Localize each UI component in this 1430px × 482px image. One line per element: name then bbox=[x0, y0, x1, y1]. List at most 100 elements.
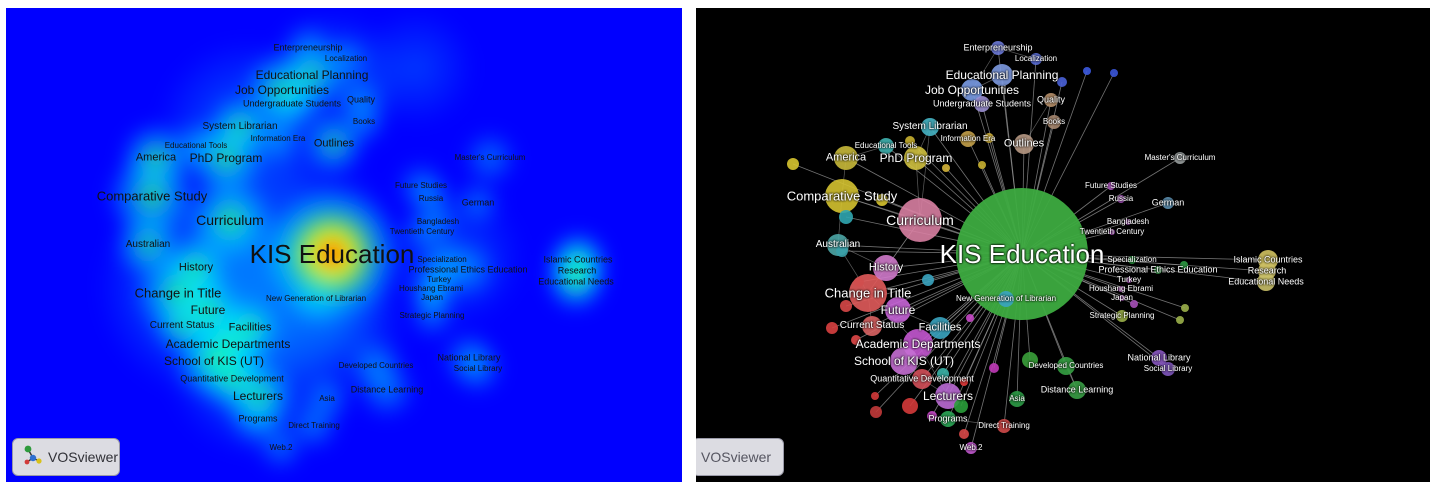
density-term-label[interactable]: System Librarian bbox=[202, 121, 278, 132]
network-term-label[interactable]: Information Era bbox=[940, 134, 996, 143]
network-term-label[interactable]: Job Opportunities bbox=[924, 83, 1020, 97]
network-term-label[interactable]: German bbox=[1151, 197, 1185, 208]
density-term-label[interactable]: Research bbox=[557, 265, 597, 276]
network-term-label[interactable]: Strategic Planning bbox=[1089, 311, 1155, 320]
density-term-label[interactable]: Quality bbox=[346, 94, 376, 105]
density-term-label[interactable]: Professional Ethics Education bbox=[408, 264, 528, 275]
network-term-label[interactable]: Turkey bbox=[1116, 275, 1142, 284]
network-term-label[interactable]: Direct Training bbox=[978, 421, 1030, 430]
network-term-label[interactable]: America bbox=[825, 151, 867, 164]
density-term-label[interactable]: Developed Countries bbox=[338, 361, 414, 370]
density-term-label[interactable]: School of KIS (UT) bbox=[163, 354, 265, 368]
density-term-label[interactable]: Web.2 bbox=[269, 443, 293, 452]
network-term-label[interactable]: Japan bbox=[1111, 293, 1133, 302]
network-term-label[interactable]: Facilities bbox=[918, 321, 962, 334]
density-term-label[interactable]: Localization bbox=[324, 54, 368, 63]
network-term-label[interactable]: Future Studies bbox=[1084, 181, 1138, 190]
network-term-label[interactable]: Books bbox=[1042, 117, 1066, 126]
density-term-label[interactable]: Twentieth Century bbox=[389, 227, 455, 236]
density-term-label[interactable]: Distance Learning bbox=[350, 384, 424, 395]
network-term-label[interactable]: PhD Program bbox=[879, 151, 953, 165]
network-term-label[interactable]: Professional Ethics Education bbox=[1098, 264, 1218, 275]
network-visualization[interactable]: KIS Education Curriculum Comparative Study… bbox=[696, 8, 1430, 482]
density-term-label[interactable]: Comparative Study bbox=[96, 188, 208, 204]
density-term-label[interactable]: Future Studies bbox=[394, 181, 448, 190]
density-term-label[interactable]: Information Era bbox=[250, 134, 306, 143]
density-term-label[interactable]: German bbox=[461, 197, 495, 208]
network-term-label[interactable]: Programs bbox=[928, 413, 968, 424]
density-term-label[interactable]: Curriculum bbox=[196, 212, 264, 228]
network-term-label[interactable]: Current Status bbox=[839, 320, 905, 331]
network-term-label[interactable]: Islamic Countries bbox=[1233, 254, 1303, 265]
network-term-label[interactable]: Social Library bbox=[1143, 364, 1193, 373]
network-term-label[interactable]: New Generation of Librarian bbox=[955, 294, 1057, 303]
network-term-label[interactable]: Bangladesh bbox=[1106, 217, 1150, 226]
density-term-label[interactable]: PhD Program bbox=[189, 151, 263, 165]
density-term-label[interactable]: Future bbox=[190, 303, 226, 317]
density-term-label[interactable]: Educational Needs bbox=[538, 276, 614, 287]
network-term-label[interactable]: Comparative Study bbox=[786, 188, 898, 204]
density-term-label[interactable]: Educational Planning bbox=[255, 68, 369, 82]
density-term-label[interactable]: Facilities bbox=[228, 321, 272, 334]
density-term-label[interactable]: National Library bbox=[437, 352, 501, 363]
density-term-label[interactable]: History bbox=[178, 261, 214, 274]
density-term-label[interactable]: Direct Training bbox=[288, 421, 340, 430]
network-term-label[interactable]: Specialization bbox=[1107, 255, 1157, 264]
density-visualization[interactable]: KIS Education Curriculum Comparative Study… bbox=[6, 8, 682, 482]
network-term-label[interactable]: Curriculum bbox=[886, 212, 954, 228]
network-term-label[interactable]: Distance Learning bbox=[1040, 384, 1114, 395]
network-term-label[interactable]: Developed Countries bbox=[1028, 361, 1104, 370]
network-term-label[interactable]: Educational Tools bbox=[854, 141, 918, 150]
network-term-label[interactable]: Undergraduate Students bbox=[932, 98, 1032, 109]
density-term-label[interactable]: Turkey bbox=[426, 275, 452, 284]
network-term-label[interactable]: Research bbox=[1247, 265, 1287, 276]
network-term-label[interactable]: Lecturers bbox=[922, 389, 974, 403]
density-term-label[interactable]: Undergraduate Students bbox=[242, 98, 342, 109]
density-term-label[interactable]: Current Status bbox=[149, 320, 215, 331]
density-term-label[interactable]: Strategic Planning bbox=[399, 311, 465, 320]
network-term-label[interactable]: Enterpreneurship bbox=[963, 42, 1033, 53]
density-term-label[interactable]: Job Opportunities bbox=[234, 83, 330, 97]
density-term-label[interactable]: Academic Departments bbox=[165, 337, 291, 351]
density-term-label[interactable]: Australian bbox=[125, 239, 171, 250]
density-term-label[interactable]: Quantitative Development bbox=[180, 373, 284, 384]
density-term-label[interactable]: Programs bbox=[238, 413, 278, 424]
density-term-label[interactable]: America bbox=[135, 151, 177, 164]
network-term-label[interactable]: Academic Departments bbox=[855, 337, 981, 351]
density-term-label[interactable]: Specialization bbox=[417, 255, 467, 264]
network-term-label[interactable]: National Library bbox=[1127, 352, 1191, 363]
network-term-label[interactable]: School of KIS (UT) bbox=[853, 354, 955, 368]
network-term-label[interactable]: Educational Needs bbox=[1228, 276, 1304, 287]
network-term-label[interactable]: Russia bbox=[1108, 194, 1134, 203]
network-term-label[interactable]: Asia bbox=[1009, 394, 1025, 403]
density-term-label[interactable]: Lecturers bbox=[232, 389, 284, 403]
density-term-label[interactable]: Change in Title bbox=[134, 285, 222, 301]
network-term-label[interactable]: Change in Title bbox=[824, 285, 912, 301]
network-term-label[interactable]: Houshang Ebrami bbox=[1088, 284, 1154, 293]
density-term-label[interactable]: New Generation of Librarian bbox=[265, 294, 367, 303]
network-term-label[interactable]: Quantitative Development bbox=[870, 373, 974, 384]
network-term-label[interactable]: Master's Curriculum bbox=[1144, 153, 1216, 162]
network-term-label[interactable]: History bbox=[868, 261, 904, 274]
network-term-label[interactable]: System Librarian bbox=[892, 121, 968, 132]
density-term-label[interactable]: Asia bbox=[319, 394, 335, 403]
network-term-label[interactable]: Australian bbox=[815, 239, 861, 250]
density-term-label[interactable]: KIS Education bbox=[249, 239, 415, 269]
density-term-label[interactable]: Educational Tools bbox=[164, 141, 228, 150]
density-term-label[interactable]: Russia bbox=[418, 194, 444, 203]
density-term-label[interactable]: Bangladesh bbox=[416, 217, 460, 226]
density-term-label[interactable]: Master's Curriculum bbox=[454, 153, 526, 162]
network-term-label[interactable]: Localization bbox=[1014, 54, 1058, 63]
density-term-label[interactable]: Social Library bbox=[453, 364, 503, 373]
network-term-label[interactable]: KIS Education bbox=[939, 239, 1105, 269]
network-term-label[interactable]: Twentieth Century bbox=[1079, 227, 1145, 236]
density-term-label[interactable]: Houshang Ebrami bbox=[398, 284, 464, 293]
density-term-label[interactable]: Outlines bbox=[313, 137, 355, 150]
network-term-label[interactable]: Outlines bbox=[1003, 137, 1045, 150]
network-term-label[interactable]: Web.2 bbox=[959, 443, 983, 452]
density-term-label[interactable]: Japan bbox=[421, 293, 443, 302]
density-term-label[interactable]: Enterpreneurship bbox=[273, 42, 343, 53]
density-term-label[interactable]: Books bbox=[352, 117, 376, 126]
network-term-label[interactable]: Quality bbox=[1036, 94, 1066, 105]
density-term-label[interactable]: Islamic Countries bbox=[543, 254, 613, 265]
